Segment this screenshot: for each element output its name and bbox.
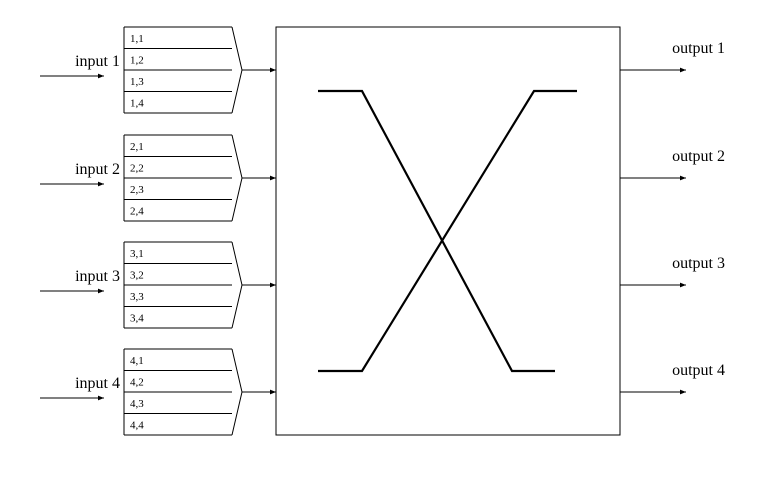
input-label: input 4: [75, 375, 120, 392]
voq-label: 2,2: [130, 163, 144, 175]
fan-in-bracket: [231, 348, 243, 436]
output-label: output 4: [672, 362, 725, 379]
output-label: output 2: [672, 148, 725, 165]
voq-label: 1,2: [130, 55, 144, 67]
output-label: output 1: [672, 40, 725, 57]
crossbar-path-down: [318, 89, 555, 373]
crossbar-path-up: [318, 89, 577, 373]
voq-label: 1,4: [130, 98, 144, 110]
input-label: input 3: [75, 268, 120, 285]
fan-in-bracket: [231, 241, 243, 329]
voq-label: 1,1: [130, 33, 144, 45]
input-group-4: input 4 4,1 4,2 4,3 4,4: [40, 348, 276, 436]
voq-label: 3,4: [130, 313, 144, 325]
output-group-3: output 3: [620, 255, 725, 288]
output-group-1: output 1: [620, 40, 725, 73]
voq-label: 2,3: [130, 184, 144, 196]
input-group-3: input 3 3,1 3,2 3,3 3,4: [40, 241, 276, 329]
input-group-2: input 2 2,1 2,2 2,3 2,4: [40, 134, 276, 222]
voq-label: 1,3: [130, 76, 144, 88]
voq-label: 4,1: [130, 355, 144, 367]
output-label: output 3: [672, 255, 725, 272]
fan-in-bracket: [231, 26, 243, 114]
voq-label: 2,4: [130, 206, 144, 218]
output-group-2: output 2: [620, 148, 725, 181]
voq-label: 2,1: [130, 141, 144, 153]
voq-label: 4,3: [130, 398, 144, 410]
input-label: input 2: [75, 161, 120, 178]
voq-label: 3,2: [130, 270, 144, 282]
voq-label: 4,2: [130, 377, 144, 389]
input-label: input 1: [75, 53, 120, 70]
outputs-layer: output 1 output 2 output 3 output 4: [620, 40, 725, 395]
voq-label: 4,4: [130, 420, 144, 432]
voq-label: 3,1: [130, 248, 144, 260]
fan-in-bracket: [231, 134, 243, 222]
voq-label: 3,3: [130, 291, 144, 303]
switch-fabric-box: [275, 26, 621, 436]
input-group-1: input 1 1,1 1,2 1,3 1,4: [40, 26, 276, 114]
output-group-4: output 4: [620, 362, 725, 395]
